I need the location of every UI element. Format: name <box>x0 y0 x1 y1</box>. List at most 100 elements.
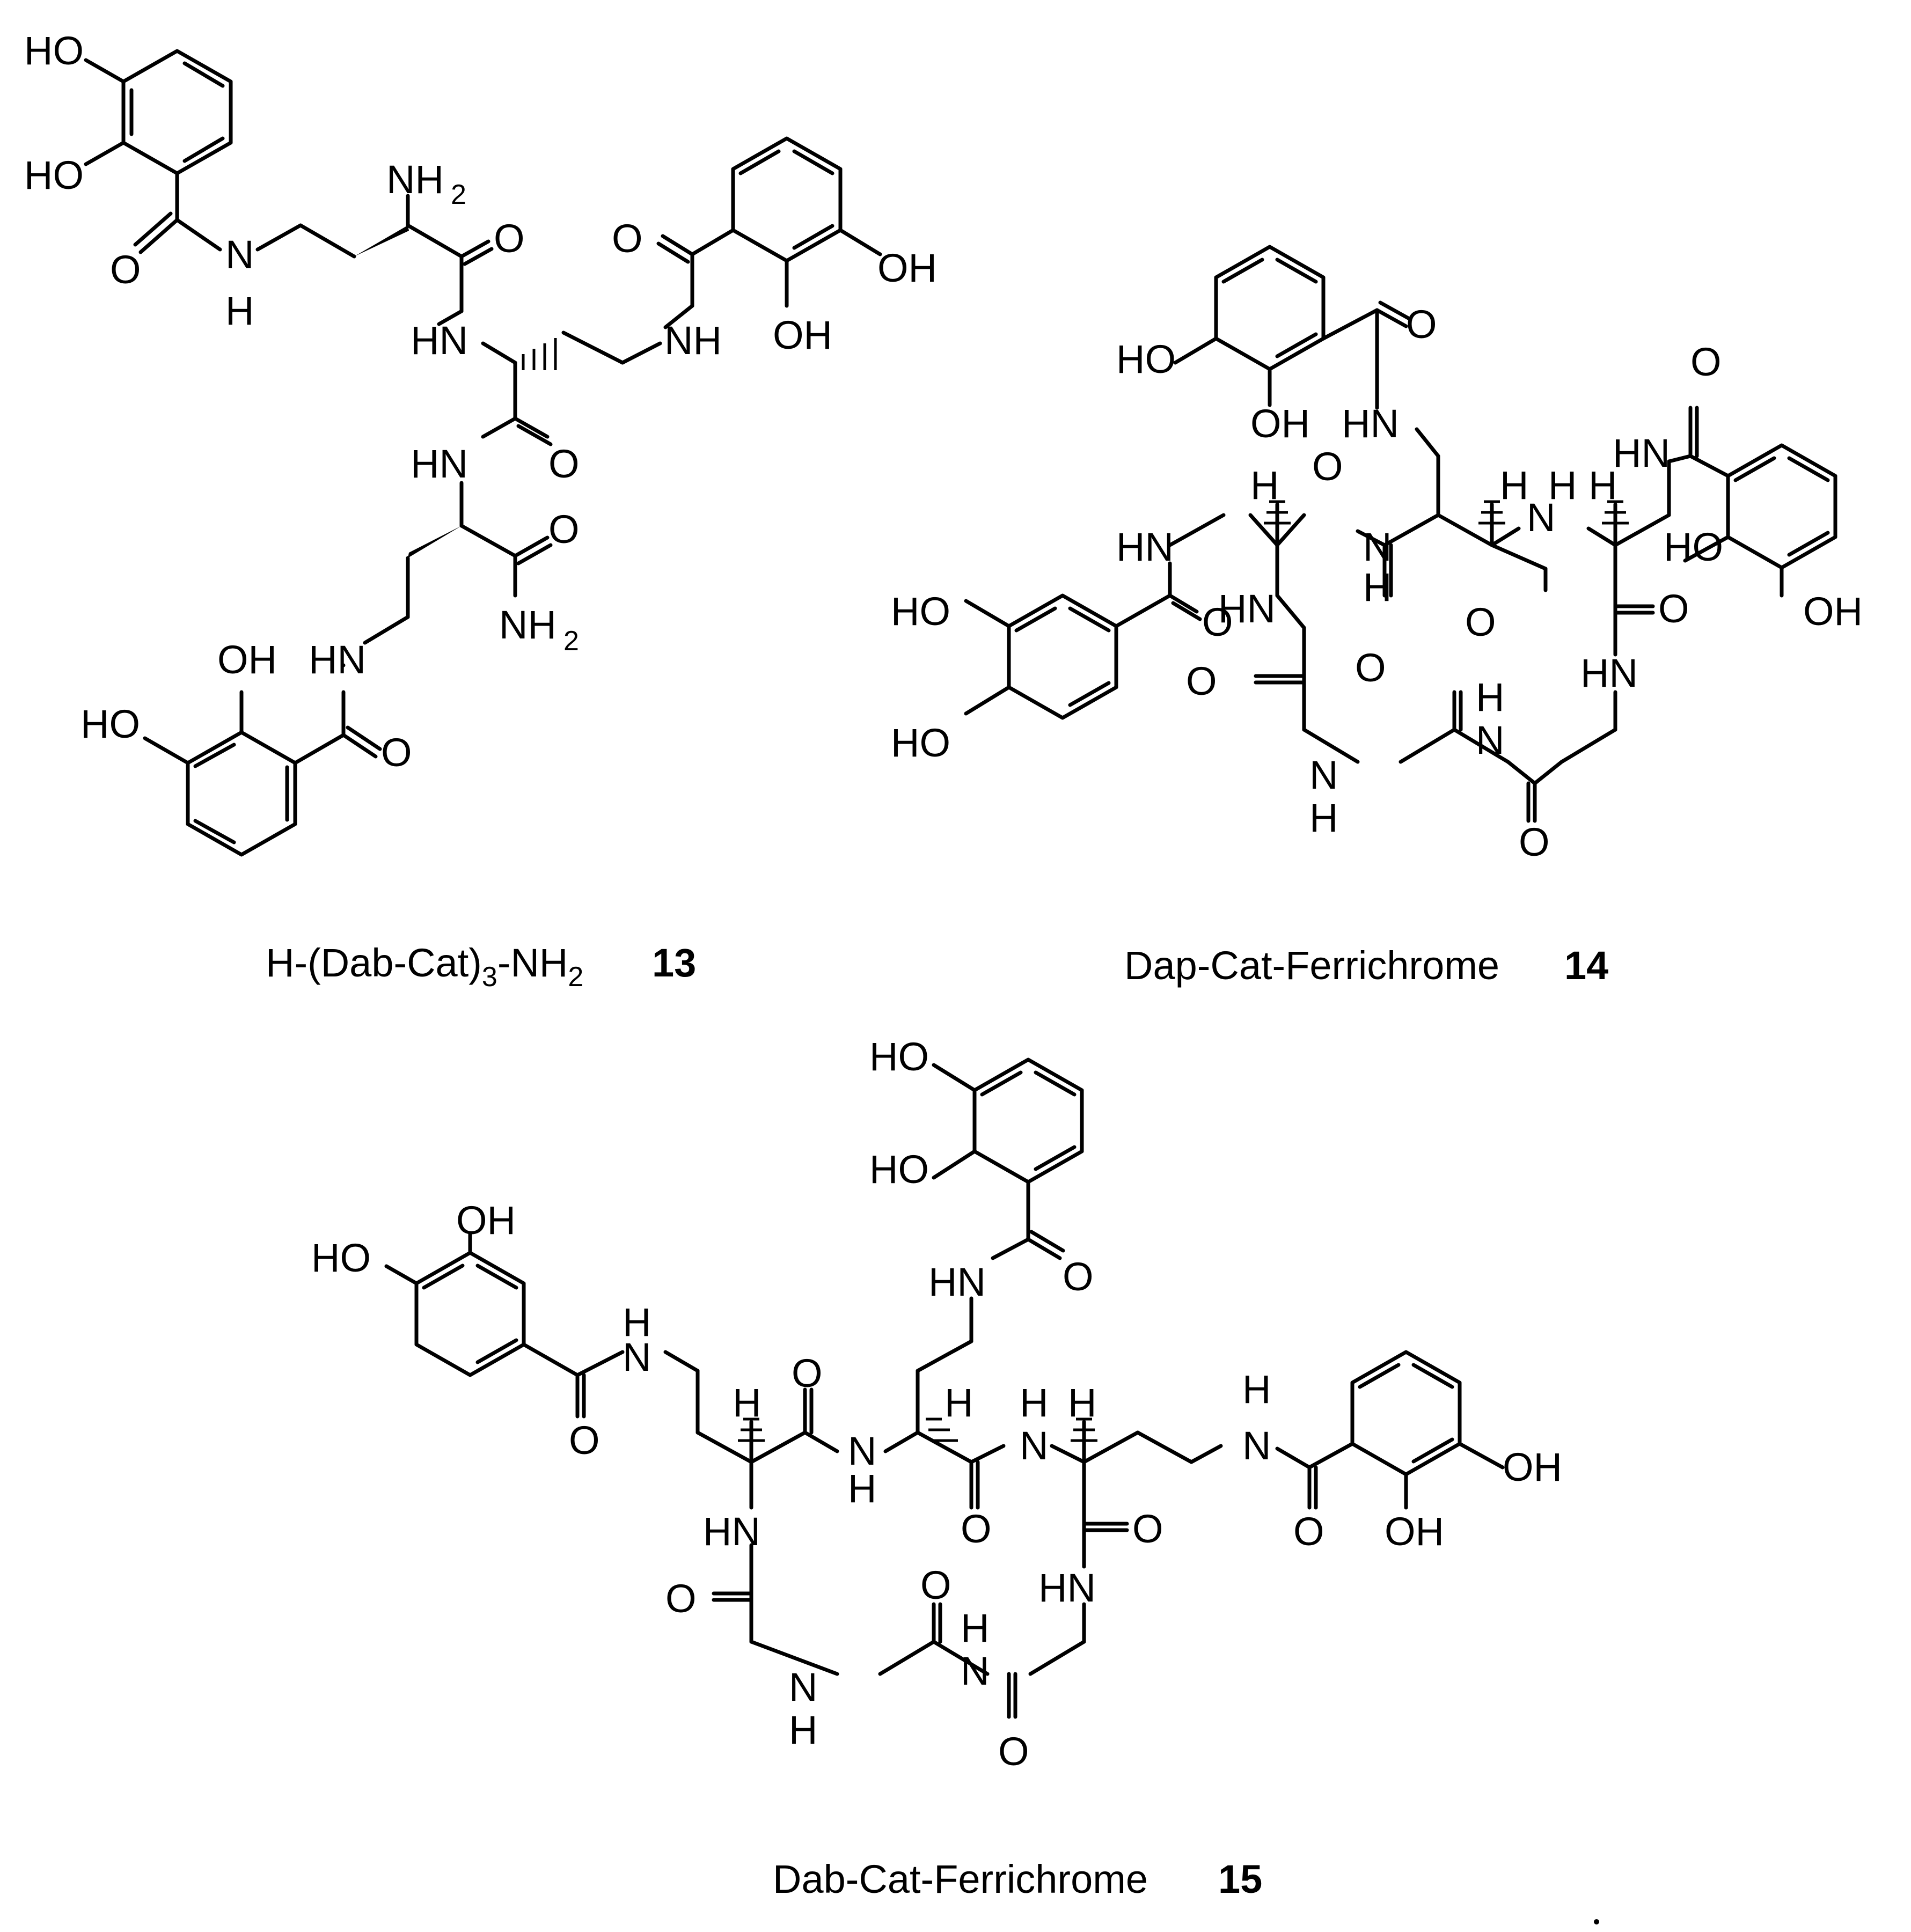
compound-14-structure: HO O OH HN O O HN H H N H H N H HO HN OH… <box>891 245 1863 864</box>
compound-14-n-2: N <box>1363 525 1392 569</box>
compound-15-caption: Dab-Cat-Ferrichrome 15 <box>773 1857 1262 1901</box>
compound-14-hn-4: HN <box>1218 586 1276 631</box>
compound-14-n-4: N <box>1309 753 1338 797</box>
compound-14-o-5: O <box>1465 600 1496 644</box>
compound-15-o-5: O <box>961 1507 992 1551</box>
compound-15-o-9: O <box>998 1729 1029 1774</box>
compound-14-number: 14 <box>1564 943 1608 988</box>
compound-13-o-6: O <box>381 730 412 775</box>
compound-13-o-2: O <box>494 216 525 261</box>
compound-14-o-6: O <box>1658 586 1689 631</box>
compound-15-h-2: H <box>1020 1380 1048 1425</box>
compound-14-h-a: H <box>1250 463 1279 508</box>
compound-13-nh2-bottom-sub: 2 <box>563 626 579 657</box>
compound-15-h-5: H <box>961 1606 989 1650</box>
compound-14-n-3: N <box>1476 718 1504 762</box>
compound-14-hn-3: HN <box>1116 525 1174 569</box>
compound-15-o-1: O <box>1063 1254 1094 1299</box>
compound-15-n-4: N <box>848 1429 876 1473</box>
compound-15-o-6: O <box>1132 1507 1163 1551</box>
compound-15-structure: HO HO OH HO HN O H N O H O H H H N H N H… <box>311 1034 1562 1774</box>
compound-15-caption-main: Dab-Cat-Ferrichrome <box>773 1857 1148 1901</box>
compound-14-o-2: O <box>1690 340 1722 384</box>
compound-15-h-c: H <box>1068 1380 1096 1425</box>
compound-14-h-1: H <box>1548 463 1577 508</box>
compound-15-n-6: N <box>789 1665 817 1709</box>
compound-13-o-5: O <box>548 507 580 552</box>
compound-13-h-1: H <box>225 289 254 333</box>
compound-13-structure: HO HO NH 2 O N H O HN NH O OH OH HN O O … <box>24 28 937 857</box>
compound-15-o-3: O <box>569 1418 600 1463</box>
compound-13-oh-3: OH <box>217 637 277 682</box>
compound-14-o-4: O <box>1202 600 1233 644</box>
compound-13-nh2-bottom: NH <box>499 603 557 647</box>
compound-13-nh2-top-sub: 2 <box>451 179 466 210</box>
compound-14-oh-2: OH <box>1803 589 1863 634</box>
compound-13-ho-1: HO <box>24 28 84 73</box>
compound-14-caption: Dap-Cat-Ferrichrome 14 <box>1124 943 1608 988</box>
compound-14-h-c: H <box>1588 463 1617 508</box>
compound-13-o-1: O <box>110 247 141 292</box>
compound-14-n-1: N <box>1527 495 1555 540</box>
compound-14-oh-1: OH <box>1250 401 1310 446</box>
compound-15-n-1: N <box>623 1335 651 1379</box>
compound-13-oh-2: OH <box>773 313 832 357</box>
compound-15-oh-3: OH <box>1385 1509 1444 1554</box>
compound-13-oh-1: OH <box>877 246 937 290</box>
compound-14-hn-1: HN <box>1342 401 1399 446</box>
compound-15-number: 15 <box>1218 1857 1262 1901</box>
compound-14-hn-5: HN <box>1580 651 1638 695</box>
compound-13-caption: H-(Dab-Cat)3-NH2 13 <box>266 941 696 993</box>
compound-14-o-1: O <box>1406 302 1437 347</box>
compound-14-h-3: H <box>1476 675 1504 719</box>
compound-13-caption-mid: -NH <box>497 941 568 985</box>
compound-15-o-7: O <box>665 1576 697 1621</box>
compound-13-hn-3: HN <box>309 637 366 682</box>
compound-15-h-1: H <box>623 1300 651 1345</box>
compound-13-hn-2: HN <box>411 442 468 486</box>
compound-13-caption-main: H-(Dab-Cat) <box>266 941 482 985</box>
compound-15-ho-3: HO <box>311 1236 371 1280</box>
compound-15-h-b: H <box>944 1380 973 1425</box>
compound-15-o-4: O <box>1293 1509 1324 1554</box>
compound-15-n-5: N <box>961 1649 989 1693</box>
compound-14-h-4: H <box>1309 796 1338 840</box>
compound-14-h-b: H <box>1500 463 1528 508</box>
compound-13-number: 13 <box>652 941 696 985</box>
compound-15-hn-3: HN <box>1038 1566 1096 1610</box>
compound-14-caption-main: Dap-Cat-Ferrichrome <box>1124 943 1499 988</box>
svg-text:H-(Dab-Cat)3-NH2: H-(Dab-Cat)3-NH2 <box>266 941 583 993</box>
compound-14-o-9: O <box>1519 820 1550 864</box>
compound-15-n-2: N <box>1020 1423 1048 1468</box>
compound-15-hn-1: HN <box>928 1260 986 1304</box>
stray-dot <box>1594 1919 1599 1924</box>
compound-15-h-4: H <box>848 1466 876 1511</box>
compound-15-h-a: H <box>733 1380 761 1425</box>
compound-15-ho-2: HO <box>869 1147 929 1192</box>
compound-14-o-8: O <box>1355 645 1386 690</box>
compound-14-h-2: H <box>1363 565 1392 609</box>
compound-15-o-8: O <box>920 1563 951 1607</box>
compound-13-o-3: O <box>612 216 643 261</box>
compound-14-o-3: O <box>1312 444 1343 489</box>
compound-15-o-2: O <box>792 1351 823 1395</box>
compound-14-hn-2: HN <box>1613 431 1670 475</box>
compound-13-o-4: O <box>548 442 580 486</box>
compound-15-h-3: H <box>1242 1367 1271 1412</box>
compound-15-oh-2: OH <box>1503 1445 1562 1489</box>
compound-13-nh-1: NH <box>664 318 722 363</box>
compound-14-ho-3: HO <box>891 589 950 634</box>
compound-15-h-6: H <box>789 1708 817 1752</box>
compound-13-ho-2: HO <box>24 153 84 197</box>
compound-14-o-7: O <box>1186 659 1217 703</box>
compound-13-nh2-top: NH <box>386 157 444 202</box>
compound-15-hn-2: HN <box>703 1509 760 1554</box>
compound-15-ho-1: HO <box>869 1034 929 1079</box>
compound-15-oh-1: OH <box>456 1198 516 1243</box>
compound-15-n-3: N <box>1242 1423 1271 1468</box>
compound-14-ho-1: HO <box>1116 337 1176 381</box>
compound-13-hn-1: HN <box>411 318 468 363</box>
compound-13-n-1: N <box>225 232 254 277</box>
compound-13-caption-sub2: 2 <box>568 961 583 993</box>
